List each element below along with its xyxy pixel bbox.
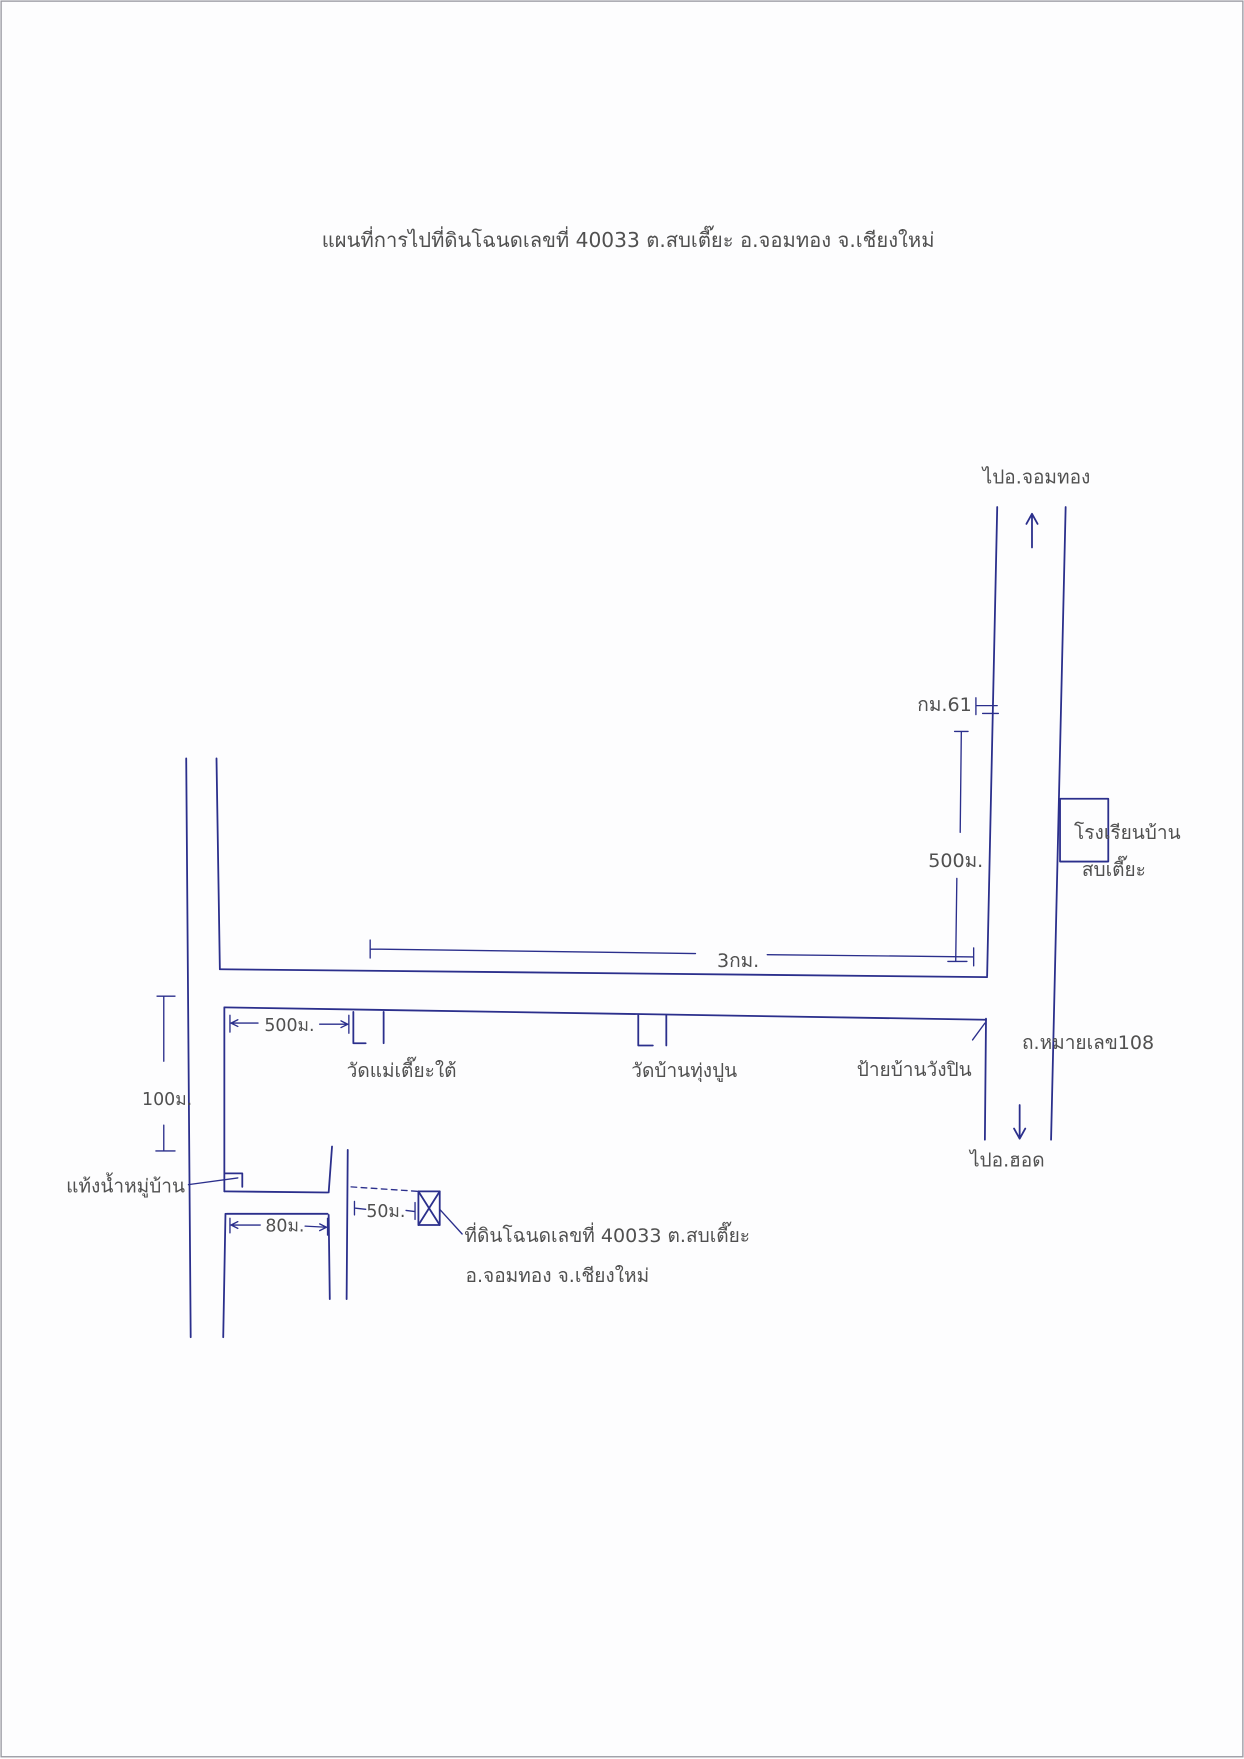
dimension-100m-label: 100ม. [142,1090,192,1110]
dimension-500m-right-line [947,730,969,963]
school-label-line2: สบเตี๊ยะ [1082,855,1146,881]
highway-108-label: ถ.หมายเลข108 [1022,1032,1154,1054]
lane-north-edge [223,1190,329,1194]
plot-marker [417,1190,441,1226]
dimension-80m-line [229,1217,329,1236]
village-road-west-edge [185,757,192,1339]
plot-label-line1: ที่ดินโฉนดเลขที่ 40033 ต.สบเตี๊ยะ [464,1221,750,1247]
plot-leader-line [439,1208,463,1235]
dimension-3km-label: 3กม. [717,950,759,972]
plot-cross-icon [417,1190,441,1226]
map-title: แผนที่การไปที่ดินโฉนดเลขที่ 40033 ต.สบเต… [322,225,935,252]
to-chom-thong-label: ไปอ.จอมทอง [981,466,1091,489]
water-tank-label: แท้งน้ำหมู่บ้าน [66,1172,185,1197]
highway-right-edge [1050,506,1067,1141]
sign-wang-pin-label: ป้ายบ้านวังปิน [857,1059,972,1081]
dimension-3km-line [369,939,975,967]
school-label-line1: โรงเรียนบ้าน [1074,821,1181,844]
temple-thung-pun-icon [637,1014,668,1047]
village-road-east-edge-north [215,757,221,971]
km61-label: กม.61 [917,694,971,716]
plot-boundary-dashed [350,1186,420,1193]
village-road-east-edge-south [222,1212,227,1339]
south-arrow-icon [1013,1104,1027,1140]
highway-left-edge-south [983,1017,987,1141]
side-road-south-edge [223,1006,987,1021]
temple-thung-pun-label: วัดบ้านทุ่งปูน [631,1060,737,1083]
dimension-50m-line [353,1200,416,1221]
north-arrow-icon [1025,512,1039,549]
water-tank-leader-line [187,1177,239,1186]
dimension-500m-right-label: 500ม. [928,850,983,872]
highway-left-edge-north [986,506,999,977]
water-tank-icon [223,1172,244,1188]
cross-lane-east-edge [345,1148,349,1300]
cross-lane-west-edge-north [327,1145,333,1194]
dimension-500m-left-line [229,1014,350,1034]
km61-marker-icon [975,697,1000,716]
cross-lane-west-edge-south [327,1214,331,1300]
school-icon [1059,797,1110,863]
dimension-80m-label: 80ม. [265,1217,304,1237]
dimension-500m-left-label: 500ม. [264,1016,314,1036]
dimension-50m-label: 50ม. [366,1202,405,1222]
dimension-100m-line [155,995,176,1152]
sign-wang-pin-icon [971,1022,986,1041]
side-road-north-edge [218,968,989,978]
temple-mae-tia-tai-icon [352,1010,385,1045]
temple-mae-tia-tai-label: วัดแม่เตี๊ยะใต้ [347,1056,457,1082]
to-hot-label: ไปอ.ฮอด [968,1149,1045,1172]
plot-label-line2: อ.จอมทอง จ.เชียงใหม่ [466,1265,650,1287]
